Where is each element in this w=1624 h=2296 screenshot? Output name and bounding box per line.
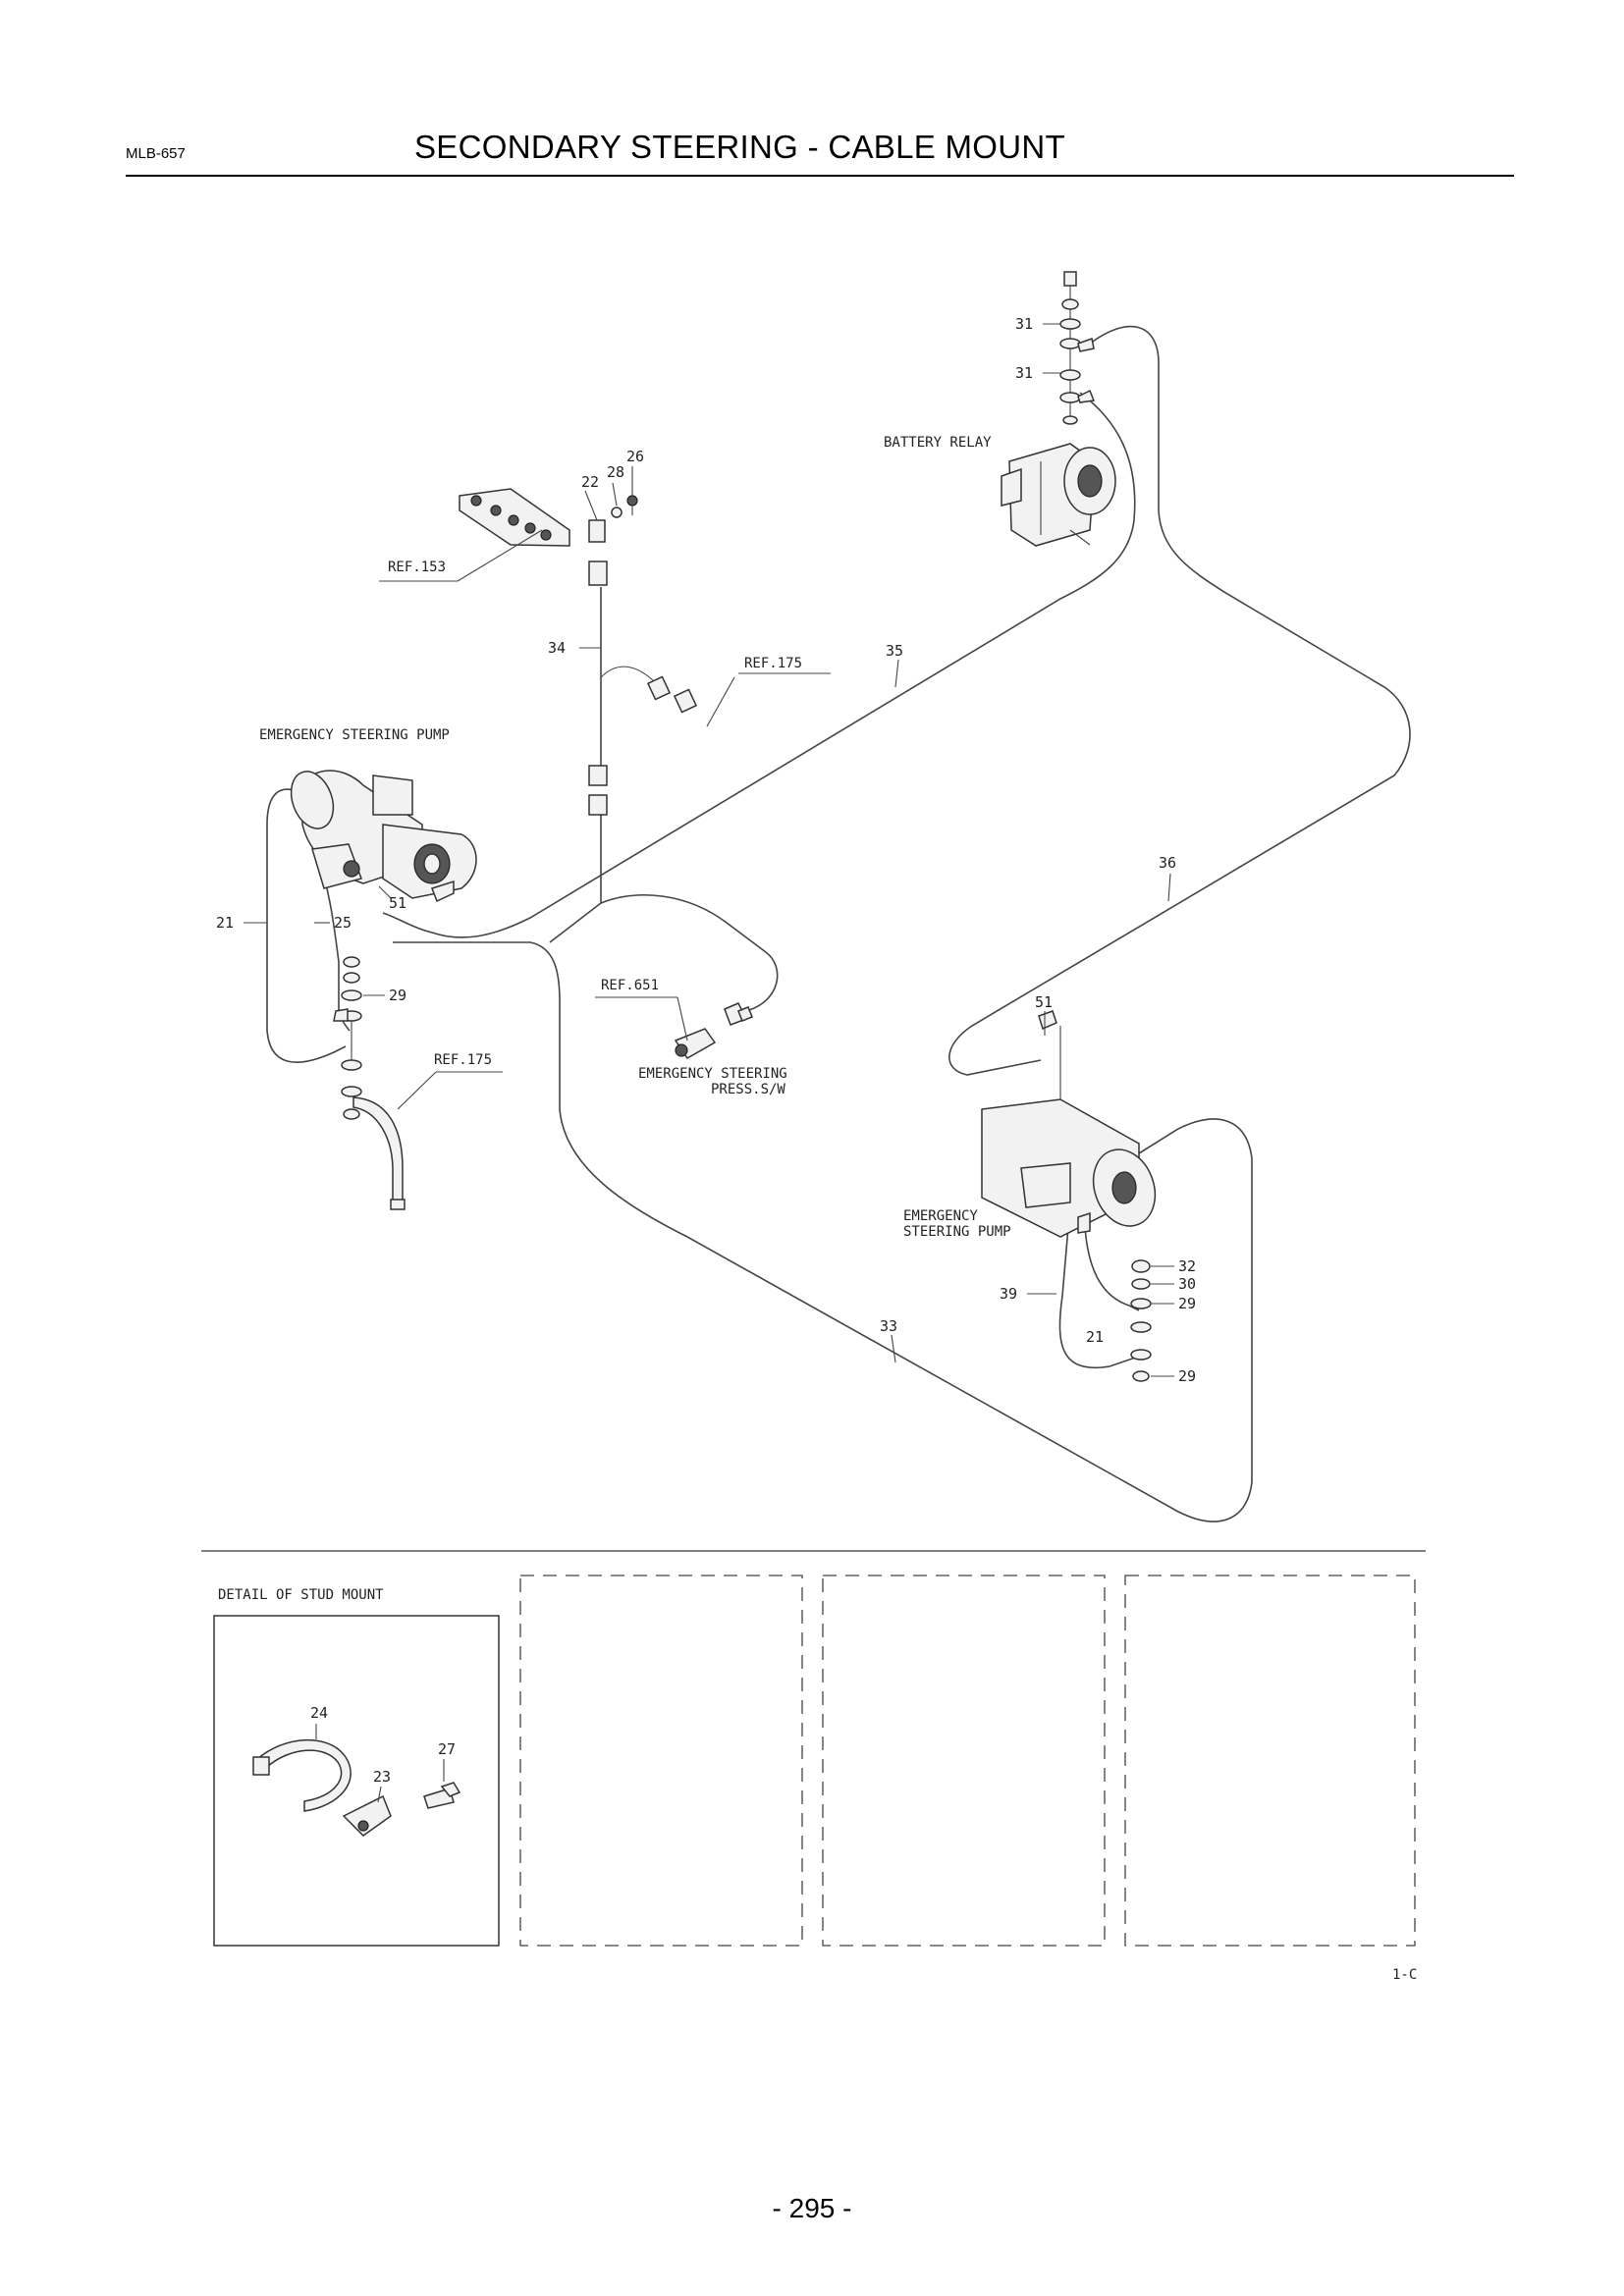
bolt-27 xyxy=(423,1788,455,1809)
screw-26 xyxy=(626,495,638,507)
press-switch-label-line1: EMERGENCY STEERING xyxy=(638,1066,787,1082)
ground-strap xyxy=(352,1096,404,1203)
callout-29b: 29 xyxy=(1178,1295,1196,1312)
cable-clamp-24 xyxy=(255,1738,352,1812)
empty-panel-3 xyxy=(1124,1575,1416,1947)
callout-29c: 29 xyxy=(1178,1367,1196,1385)
diagram-labels: BATTERY RELAY REF.153 REF.175 EMERGENCY … xyxy=(259,435,1011,1240)
cable-34 xyxy=(549,587,602,943)
ref-175-bottom-label: REF.175 xyxy=(434,1052,492,1068)
empty-panel-1 xyxy=(519,1575,803,1947)
callout-30: 30 xyxy=(1178,1275,1196,1293)
callout-21a: 21 xyxy=(216,914,234,932)
callout-21b: 21 xyxy=(1086,1328,1104,1346)
fuse-holder-22 xyxy=(588,519,606,543)
battery-relay-assembly xyxy=(1001,271,1116,547)
cable-35 xyxy=(382,392,1136,938)
ref-651-label: REF.651 xyxy=(601,978,659,993)
relay-block-ref153 xyxy=(459,488,638,547)
cable-33 xyxy=(393,941,1253,1522)
cable-21-left xyxy=(266,788,347,1063)
callout-23: 23 xyxy=(373,1768,391,1786)
right-pump-label-line2: STEERING PUMP xyxy=(903,1224,1011,1240)
callout-35: 35 xyxy=(886,642,903,660)
callout-39: 39 xyxy=(1000,1285,1017,1303)
callout-24: 24 xyxy=(310,1704,328,1722)
terminal-bolt-stack xyxy=(1059,271,1096,425)
callout-numbers: 31 31 26 28 22 34 35 36 51 51 21 25 29 3… xyxy=(216,315,1196,1385)
cable-21-right xyxy=(1084,1226,1140,1311)
page-number: - 295 - xyxy=(772,2193,852,2223)
battery-relay-label: BATTERY RELAY xyxy=(884,435,992,451)
callout-25: 25 xyxy=(334,914,352,932)
screw-28 xyxy=(611,507,623,518)
right-emergency-steering-pump xyxy=(981,1010,1157,1238)
callout-51b: 51 xyxy=(1035,993,1053,1011)
empty-panel-2 xyxy=(822,1575,1106,1947)
callout-32: 32 xyxy=(1178,1257,1196,1275)
callout-27: 27 xyxy=(438,1740,456,1758)
left-pump-label: EMERGENCY STEERING PUMP xyxy=(259,727,450,743)
callout-26: 26 xyxy=(626,448,644,465)
stud-bracket-23 xyxy=(342,1794,392,1837)
revision-mark: 1-C xyxy=(1392,1967,1417,1983)
left-emergency-steering-pump xyxy=(290,770,477,903)
ref-175-top-label: REF.175 xyxy=(744,656,802,671)
callout-51a: 51 xyxy=(389,894,406,912)
callout-36: 36 xyxy=(1159,854,1176,872)
ref-153-label: REF.153 xyxy=(388,560,446,575)
callout-33: 33 xyxy=(880,1317,897,1335)
page-header: MLB-657 SECONDARY STEERING - CABLE MOUNT xyxy=(126,126,1514,177)
press-switch-wire xyxy=(600,894,779,1012)
callout-34: 34 xyxy=(548,639,566,657)
callout-29a: 29 xyxy=(389,987,406,1004)
left-terminal-stack xyxy=(333,956,362,1120)
page-title: SECONDARY STEERING - CABLE MOUNT xyxy=(414,129,1065,165)
leader-lines xyxy=(244,323,1174,1377)
doc-code: MLB-657 xyxy=(126,145,186,162)
wire-harness xyxy=(266,325,1411,1522)
emergency-steering-press-switch xyxy=(674,1002,753,1059)
callout-28: 28 xyxy=(607,463,624,481)
callout-31b: 31 xyxy=(1015,364,1033,382)
right-pump-label-line1: EMERGENCY xyxy=(903,1208,978,1224)
callout-31a: 31 xyxy=(1015,315,1033,333)
strap-end xyxy=(390,1199,406,1210)
ref175-branch xyxy=(600,666,657,684)
detail-stud-mount-panel: DETAIL OF STUD MOUNT 24 27 23 xyxy=(213,1587,500,1947)
press-switch-label-line2: PRESS.S/W xyxy=(711,1082,785,1097)
callout-22: 22 xyxy=(581,473,599,491)
right-terminal-stack xyxy=(1130,1259,1152,1382)
cable-36 xyxy=(948,325,1411,1076)
cable-34-connectors xyxy=(588,561,698,816)
cable-39-right xyxy=(1058,1226,1145,1369)
detail-stud-mount-title: DETAIL OF STUD MOUNT xyxy=(218,1587,384,1603)
